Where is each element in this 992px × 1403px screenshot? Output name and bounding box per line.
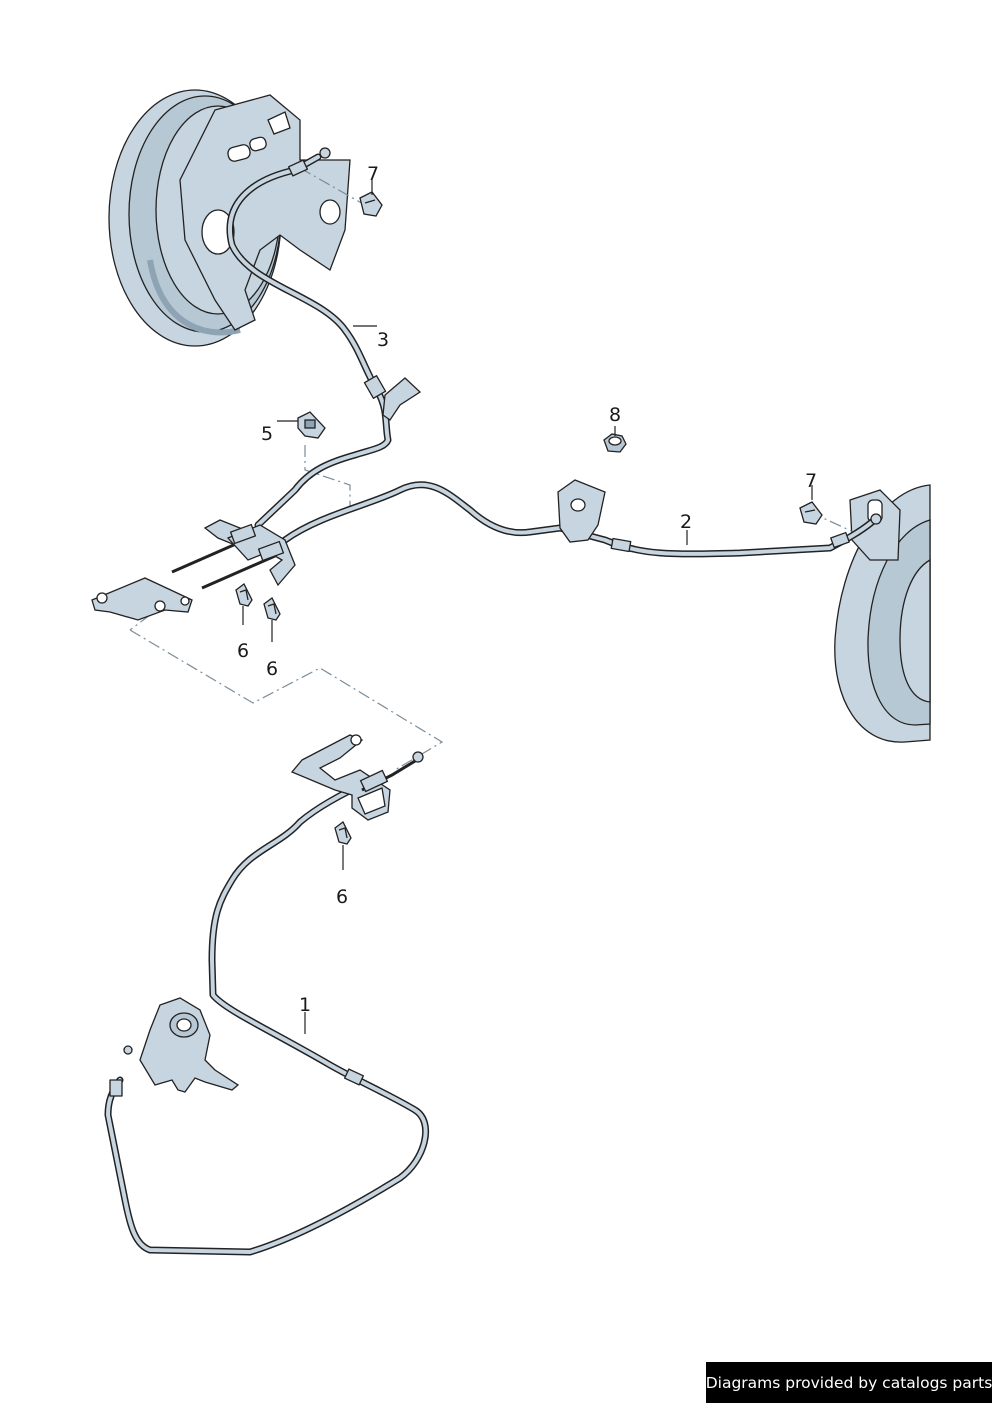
callout-2: 2 (680, 511, 693, 533)
diagram-credit-banner: Diagrams provided by catalogs parts (706, 1362, 992, 1403)
brake-cable-1 (104, 776, 430, 1256)
brake-cable-2 (281, 481, 882, 558)
cable-2-mount-bracket (557, 479, 606, 543)
callout-6-left: 6 (237, 640, 250, 662)
hex-nut-8 (603, 433, 627, 453)
cable-clip-6-c (334, 821, 352, 845)
callout-6-lower: 6 (336, 886, 349, 908)
brake-cable-3 (226, 147, 392, 529)
cable-holder-7-top (359, 191, 383, 217)
callout-7-right: 7 (805, 470, 818, 492)
cable-1-lever-bracket (290, 734, 424, 821)
cable-clip-5 (297, 411, 326, 439)
cable-3-mount-bracket (382, 377, 422, 421)
callout-3: 3 (377, 329, 390, 351)
cable-clip-6-a (235, 583, 253, 607)
rear-right-brake-disc (834, 484, 931, 743)
cable-holder-7-right (799, 501, 823, 525)
callout-1: 1 (299, 994, 312, 1016)
cable-end-bracket (139, 997, 240, 1093)
callout-6-middle: 6 (266, 658, 279, 680)
rear-left-wheel-carrier (179, 94, 351, 331)
handbrake-lever-linkage (91, 519, 296, 621)
callout-5: 5 (261, 423, 274, 445)
cable-clip-6-b (263, 597, 281, 621)
callout-7-top: 7 (367, 163, 380, 185)
callout-8: 8 (609, 404, 622, 426)
callout-leader-lines (242, 180, 813, 1034)
